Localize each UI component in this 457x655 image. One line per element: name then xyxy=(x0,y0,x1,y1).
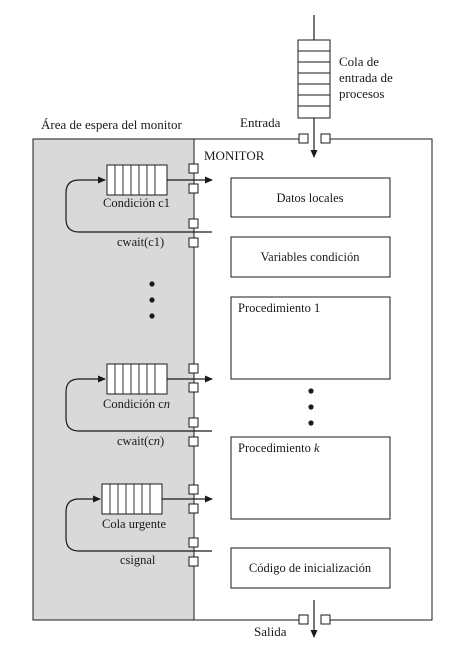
monitor-boundary xyxy=(194,138,433,621)
urgent-queue-label: Cola urgente xyxy=(102,517,166,531)
ellipsis-dot xyxy=(308,404,314,410)
condition-c1-group xyxy=(65,163,213,248)
procedure-k-label: Procedimiento k xyxy=(238,441,320,455)
condition-c1-label: Condición c1 xyxy=(103,196,170,210)
procedure-1-box xyxy=(230,296,391,380)
condition-vars-label: Variables condición xyxy=(261,250,361,264)
condition-cn-group xyxy=(65,363,213,447)
ellipsis-dot xyxy=(308,420,314,426)
exit-gate-right xyxy=(320,614,331,625)
ellipsis-dot xyxy=(149,313,155,319)
queue-caption-line-2: entrada de xyxy=(339,70,393,85)
cwait-c1-label: cwait(c1) xyxy=(117,235,164,249)
ellipsis-dot xyxy=(149,281,155,287)
entrance-label: Entrada xyxy=(240,115,281,130)
queue-caption-line-3: procesos xyxy=(339,86,385,101)
procedure-k-box xyxy=(230,436,391,520)
procedure-1-label: Procedimiento 1 xyxy=(238,301,320,315)
exit-gate-left xyxy=(298,614,309,625)
entry-queue xyxy=(297,15,331,158)
local-data-label: Datos locales xyxy=(277,191,344,205)
init-code-label: Código de inicialización xyxy=(249,561,372,575)
condition-cn-label: Condición cn xyxy=(103,397,170,411)
urgent-queue-group xyxy=(65,483,213,567)
cwait-cn-label: cwait(cn) xyxy=(117,434,164,448)
exit-label: Salida xyxy=(254,624,287,639)
monitor-label: MONITOR xyxy=(204,148,265,163)
queue-caption-line-1: Cola de xyxy=(339,54,379,69)
csignal-label: csignal xyxy=(120,553,156,567)
entrance-gate-left xyxy=(298,133,309,144)
condition-vars-box xyxy=(230,236,391,278)
init-code-box xyxy=(230,547,391,589)
ellipsis-dot xyxy=(308,388,314,394)
wait-area-label: Área de espera del monitor xyxy=(41,117,182,132)
entrance-gate-right xyxy=(320,133,331,144)
ellipsis-dot xyxy=(149,297,155,303)
local-data-box xyxy=(230,177,391,218)
